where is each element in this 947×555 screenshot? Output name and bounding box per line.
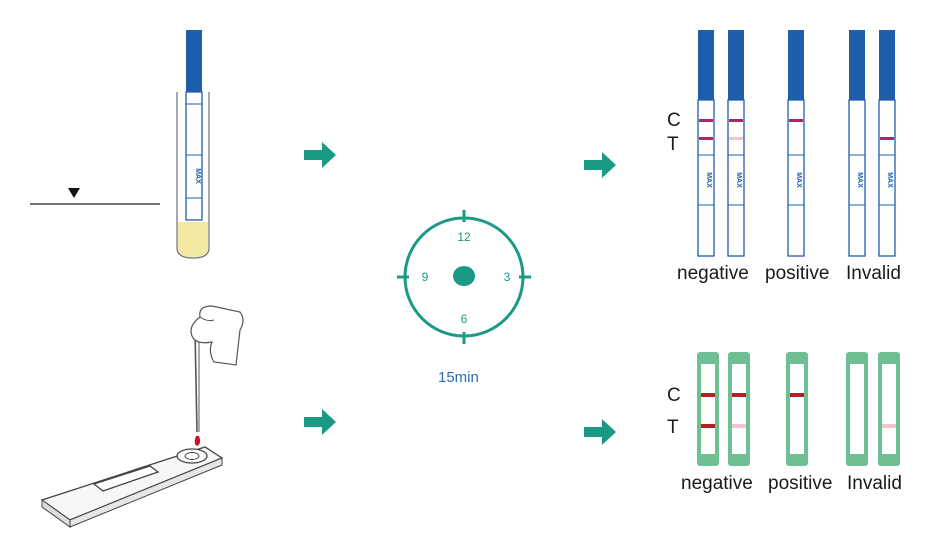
control-line bbox=[729, 119, 743, 122]
test-line-faint bbox=[729, 137, 743, 140]
strip-handle bbox=[186, 30, 202, 92]
tube-strip-max-label: MAX bbox=[194, 168, 201, 184]
strip-max-label: MAX bbox=[705, 172, 712, 188]
cassette-window bbox=[92, 465, 160, 492]
strip-max-label: MAX bbox=[856, 172, 863, 188]
control-line bbox=[732, 393, 746, 397]
sample-drop bbox=[194, 436, 201, 446]
strip-max-label: MAX bbox=[735, 172, 742, 188]
clock-tick-3: 3 bbox=[504, 270, 511, 284]
dropper bbox=[194, 329, 198, 433]
arrow-right-icon bbox=[584, 419, 616, 445]
cassette-label-invalid: Invalid bbox=[847, 473, 902, 494]
result-strip bbox=[727, 30, 745, 257]
result-strip bbox=[878, 30, 896, 257]
strip-label-invalid: Invalid bbox=[846, 263, 901, 284]
test-line-faint bbox=[732, 424, 746, 428]
clock-tick-9: 9 bbox=[422, 270, 429, 284]
control-line bbox=[701, 393, 715, 397]
tube bbox=[176, 92, 210, 259]
timer-clock bbox=[397, 210, 531, 344]
cassette-label-positive: positive bbox=[768, 473, 833, 494]
strip-results bbox=[697, 30, 896, 257]
cassette-t-label: T bbox=[667, 417, 679, 438]
hand bbox=[190, 305, 244, 366]
test-line bbox=[701, 424, 715, 428]
strip-c-label: C bbox=[667, 110, 681, 131]
cassette-label-negative: negative bbox=[681, 473, 753, 494]
cassette-c-label: C bbox=[667, 385, 681, 406]
timer-duration: 15min bbox=[438, 369, 479, 386]
clock-tick-12: 12 bbox=[457, 230, 471, 244]
arrow-right-icon bbox=[304, 409, 336, 435]
strip-body bbox=[185, 91, 203, 221]
result-cassette bbox=[697, 352, 719, 466]
cassette-with-dropper bbox=[40, 305, 244, 528]
sample-well bbox=[176, 448, 208, 464]
result-cassette bbox=[786, 352, 808, 466]
arrow-right-icon bbox=[584, 152, 616, 178]
test-line bbox=[880, 137, 894, 140]
result-strip bbox=[848, 30, 866, 257]
strip-max-label: MAX bbox=[795, 172, 802, 188]
result-strip bbox=[697, 30, 715, 257]
triangle-down-icon bbox=[68, 188, 80, 198]
strip-label-negative: negative bbox=[677, 263, 749, 284]
result-cassette bbox=[728, 352, 750, 466]
dip-strip-in-tube bbox=[30, 30, 210, 259]
test-line bbox=[699, 137, 713, 140]
sample-liquid bbox=[178, 222, 208, 257]
strip-t-label: T bbox=[667, 134, 679, 155]
clock-tick-6: 6 bbox=[461, 312, 468, 326]
control-line bbox=[699, 119, 713, 122]
control-line bbox=[789, 119, 803, 122]
strip-max-label: MAX bbox=[886, 172, 893, 188]
clock-center bbox=[453, 266, 475, 286]
cassette-results bbox=[697, 352, 900, 466]
result-strip bbox=[787, 30, 805, 257]
arrow-right-icon bbox=[304, 142, 336, 168]
control-line bbox=[790, 393, 804, 397]
strip-label-positive: positive bbox=[765, 263, 830, 284]
result-cassette bbox=[846, 352, 868, 466]
result-cassette bbox=[878, 352, 900, 466]
test-line-faint bbox=[882, 424, 896, 428]
